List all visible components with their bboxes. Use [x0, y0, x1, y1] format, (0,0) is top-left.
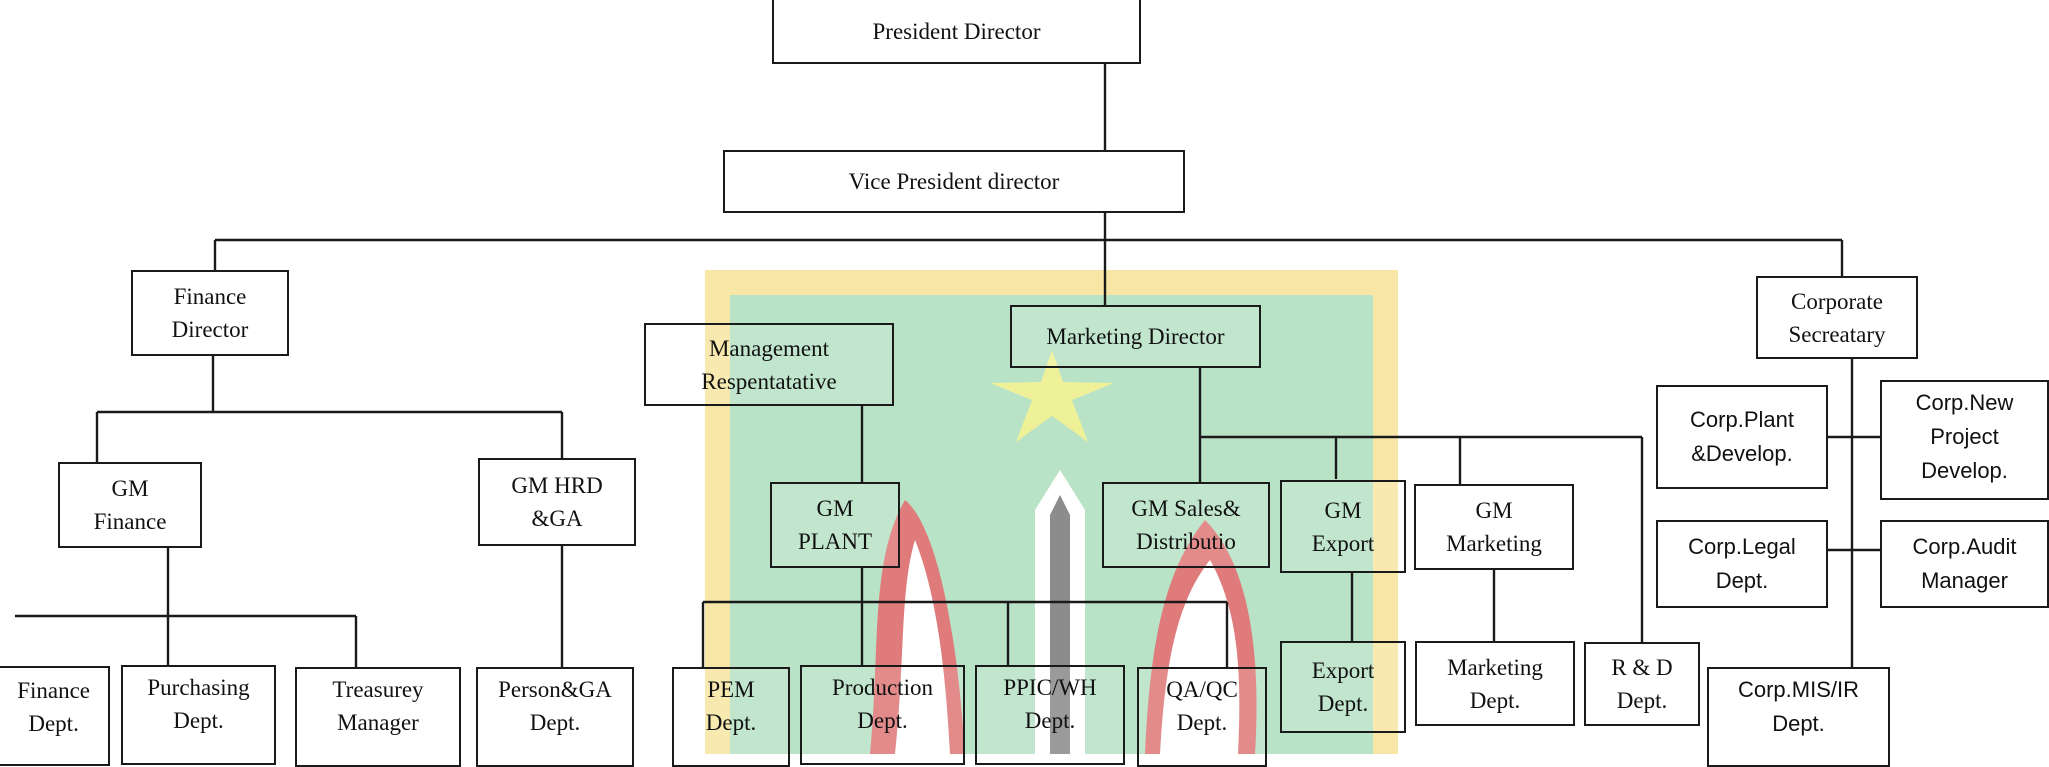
- watermark-right-white-arc: [1160, 560, 1240, 754]
- marketing-dept-box: Marketing Dept.: [1415, 641, 1575, 726]
- finance-dept-box: Finance Dept.: [0, 666, 110, 766]
- gm-plant-box: GM PLANT: [770, 482, 900, 568]
- marketing-director-box: Marketing Director: [1010, 305, 1261, 368]
- management-representative-box: Management Respentatative: [644, 323, 894, 406]
- export-dept-box: Export Dept.: [1280, 641, 1406, 733]
- pem-dept-box: PEM Dept.: [672, 667, 790, 767]
- corp-new-project-box: Corp.New Project Develop.: [1880, 380, 2049, 500]
- gm-marketing-box: GM Marketing: [1414, 484, 1574, 570]
- gm-finance-box: GM Finance: [58, 462, 202, 548]
- corp-plant-develop-box: Corp.Plant &Develop.: [1656, 385, 1828, 489]
- watermark-left-white-arc: [895, 540, 950, 754]
- corp-audit-manager-box: Corp.Audit Manager: [1880, 520, 2049, 608]
- gm-hrd-ga-box: GM HRD &GA: [478, 458, 636, 546]
- university-logo-watermark: [705, 270, 1398, 754]
- gm-sales-distribution-box: GM Sales& Distributio: [1102, 482, 1270, 568]
- finance-director-box: Finance Director: [131, 270, 289, 356]
- treasury-manager-box: Treasurey Manager: [295, 667, 461, 767]
- person-ga-dept-box: Person&GA Dept.: [476, 667, 634, 767]
- president-director-box: President Director: [772, 0, 1141, 64]
- corporate-secretary-box: Corporate Secreatary: [1756, 276, 1918, 359]
- rnd-dept-box: R & D Dept.: [1584, 642, 1700, 726]
- corp-legal-dept-box: Corp.Legal Dept.: [1656, 520, 1828, 608]
- watermark-center-blade-core: [1050, 495, 1070, 754]
- purchasing-dept-box: Purchasing Dept.: [121, 665, 276, 765]
- production-dept-box: Production Dept.: [800, 665, 965, 765]
- qa-qc-dept-box: QA/QC Dept.: [1137, 667, 1267, 767]
- vice-president-director-box: Vice President director: [723, 150, 1185, 213]
- ppic-wh-dept-box: PPIC/WH Dept.: [975, 665, 1125, 765]
- corp-mis-ir-dept-box: Corp.MIS/IR Dept.: [1707, 667, 1890, 767]
- gm-export-box: GM Export: [1280, 480, 1406, 573]
- connector-lines: [15, 62, 1881, 668]
- watermark-star-icon: [990, 350, 1114, 442]
